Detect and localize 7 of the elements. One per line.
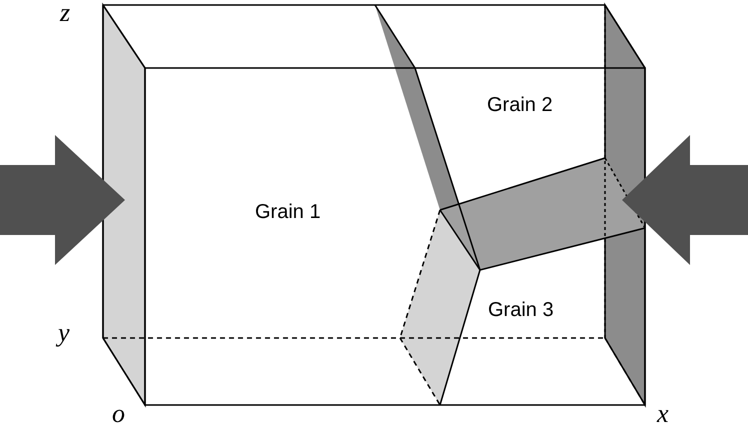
- axis-label: z: [60, 0, 70, 26]
- grain-label: Grain 1: [255, 202, 321, 222]
- axis-label: x: [657, 401, 669, 425]
- grain-label: Grain 2: [487, 95, 553, 115]
- axis-label: o: [112, 401, 125, 425]
- axis-label: y: [58, 320, 70, 346]
- grain-label: Grain 3: [488, 300, 554, 320]
